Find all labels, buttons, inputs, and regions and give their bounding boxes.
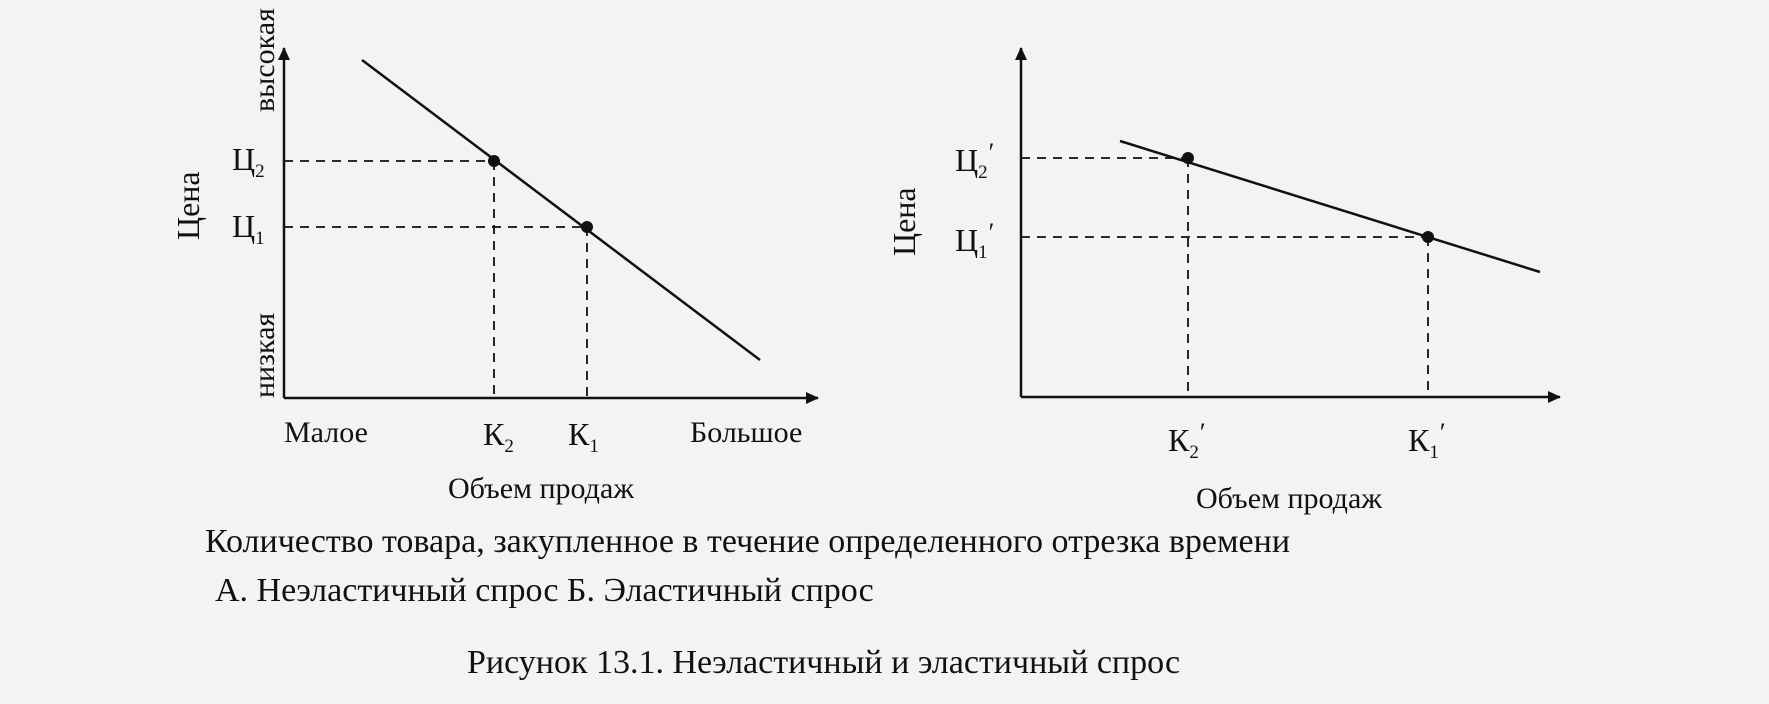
panel-a-y-high-label: высокая (248, 8, 281, 112)
panel-a-price-2-label: Ц2 (232, 141, 265, 182)
caption-line-1: Количество товара, закупленное в течение… (205, 523, 1291, 560)
panel-a-demand-line (361, 59, 761, 361)
panel-a-y-axis-label: Цена (170, 171, 206, 240)
panel-b-price-1-label: Ц1′ (955, 218, 995, 263)
panel-a-y-low-label: низкая (248, 312, 281, 398)
panel-a-quantity-1-label: К1 (568, 416, 599, 457)
caption-line-2: А. Неэластичный спрос Б. Эластичный спро… (215, 572, 874, 609)
panel-a-x-large-label: Большое (690, 416, 803, 449)
panel-b-x-axis-label: Объем продаж (1196, 482, 1382, 515)
panel-a-graphics (278, 47, 819, 404)
panel-b-quantity-2-label: К2′ (1168, 418, 1206, 463)
panel-b-price-2-label: Ц2′ (955, 138, 995, 183)
panel-a-x-axis-label: Объем продаж (448, 472, 634, 505)
panel-a-point-2 (488, 155, 500, 167)
panel-b-point-2 (1182, 152, 1194, 164)
panel-b-point-1 (1422, 231, 1434, 243)
panel-a-x-small-label: Малое (284, 416, 368, 449)
panel-b-y-axis-label: Цена (886, 187, 922, 256)
panel-a-price-1-label: Ц1 (232, 208, 265, 249)
panel-b-graphics (1015, 47, 1561, 403)
figure-caption: Рисунок 13.1. Неэластичный и эластичный … (467, 644, 1181, 681)
panel-a-quantity-2-label: К2 (483, 416, 514, 457)
panel-a-point-1 (581, 221, 593, 233)
panel-b-quantity-1-label: К1′ (1408, 418, 1446, 463)
